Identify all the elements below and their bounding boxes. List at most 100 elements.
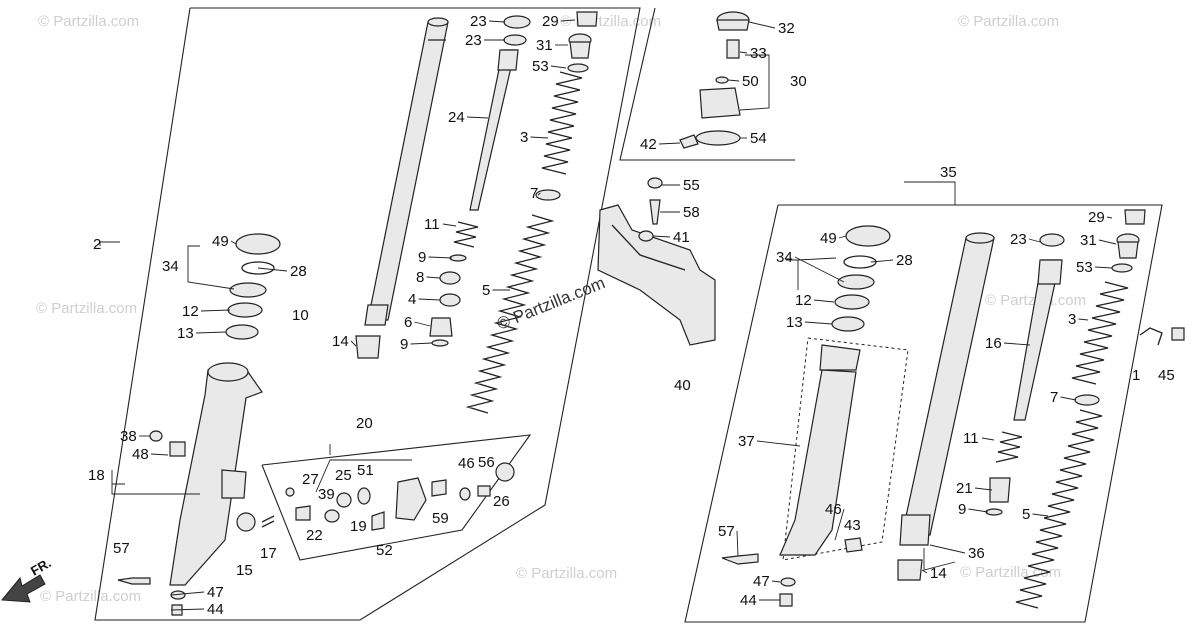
part-label: 28 [896, 252, 913, 269]
leader-line [652, 235, 671, 238]
leader-line [418, 298, 441, 301]
dust-seal-right [845, 225, 891, 247]
part-label: 24 [448, 109, 465, 126]
leader-line [195, 331, 227, 334]
fork-cap-left [576, 11, 598, 27]
part-label: 8 [416, 269, 424, 286]
left-fork-parts [117, 11, 598, 616]
leader-line [488, 20, 506, 23]
watermark: © Partzilla.com [516, 565, 617, 582]
part-label: 4 [408, 291, 416, 308]
leader-line [739, 51, 748, 54]
fork-tube-right [899, 232, 995, 546]
seal-ring-left [503, 34, 527, 46]
part-label: 47 [207, 584, 224, 601]
part-label: 9 [400, 336, 408, 353]
right-fork-parts [721, 209, 1185, 609]
part-label: 7 [1050, 389, 1058, 406]
part-label: 46 [825, 501, 842, 518]
short-spring-left [541, 71, 583, 175]
group-bracket [187, 245, 235, 290]
leader-line [813, 299, 835, 303]
part-label: 7 [530, 185, 538, 202]
leader-line [530, 136, 549, 139]
part-label: 9 [418, 249, 426, 266]
part-label: 49 [820, 230, 837, 247]
part-label: 27 [302, 471, 319, 488]
part-label: 13 [786, 314, 803, 331]
part-label: 31 [536, 37, 553, 54]
part-label: 25 [335, 467, 352, 484]
watermark: © Partzilla.com [958, 13, 1059, 30]
part-label: 53 [1076, 259, 1093, 276]
cap-detail-parts [679, 11, 750, 149]
part-label: 14 [930, 565, 947, 582]
leader-line [727, 79, 740, 82]
leader-line [794, 256, 845, 283]
leader-line [834, 508, 845, 541]
part-label: 52 [376, 542, 393, 559]
leader-line [414, 321, 431, 327]
leader-line [1098, 239, 1117, 245]
long-spring-right [1015, 409, 1103, 609]
leader-line [200, 309, 231, 312]
part-label: 42 [640, 136, 657, 153]
leader-line [1106, 216, 1113, 219]
leader-line [1028, 238, 1041, 243]
left-assembly-frame [94, 7, 641, 621]
damper-rod-right [1013, 259, 1063, 421]
leader-line [560, 19, 576, 22]
leader-line [870, 259, 894, 263]
part-label: 2 [93, 236, 101, 253]
leader-line [550, 65, 567, 69]
leader-line [736, 530, 739, 557]
caliper-kit-frame [261, 434, 532, 561]
part-label: 15 [236, 562, 253, 579]
fork-slider-right [779, 344, 861, 556]
part-label: 39 [318, 486, 335, 503]
part-label: 23 [465, 32, 482, 49]
group-bracket [739, 54, 770, 111]
nut-left [236, 512, 256, 532]
leader-line [170, 591, 205, 596]
part-label: 29 [1088, 209, 1105, 226]
direction-label: FR. [28, 555, 54, 578]
leader-line [442, 223, 457, 227]
part-label: 18 [88, 467, 105, 484]
part-label: 45 [1158, 367, 1175, 384]
part-label: 34 [162, 258, 179, 275]
watermark: © Partzilla.com [40, 588, 141, 605]
right-assembly-frame [684, 204, 1163, 623]
leader-line [1003, 342, 1031, 346]
part-label: 48 [132, 446, 149, 463]
part-label: 33 [750, 45, 767, 62]
part-label: 59 [432, 510, 449, 527]
part-label: 43 [844, 517, 861, 534]
caliper-bracket-left [395, 477, 427, 521]
leader-line [537, 192, 541, 196]
steering-stem [597, 177, 716, 346]
leader-line [426, 276, 441, 279]
group-bracket [111, 470, 200, 495]
group-bracket [99, 241, 120, 246]
group-bracket [315, 444, 412, 493]
leader-line [658, 142, 681, 145]
center-watermark: © Partzilla.com [494, 273, 607, 334]
axle-bolt-left [117, 577, 151, 585]
leader-lines [99, 19, 1117, 611]
part-label: 16 [985, 335, 1002, 352]
leader-line [981, 437, 995, 441]
cable-clip [1139, 327, 1163, 346]
part-label: 5 [1022, 506, 1030, 523]
part-label: 58 [683, 204, 700, 221]
leader-line [1032, 513, 1049, 517]
part-label: 29 [542, 13, 559, 30]
o-ring-left [567, 63, 589, 73]
part-label: 57 [113, 540, 130, 557]
part-label: 28 [290, 263, 307, 280]
part-label: 55 [683, 177, 700, 194]
part-label: 47 [753, 573, 770, 590]
part-label: 5 [482, 282, 490, 299]
part-label: 3 [520, 129, 528, 146]
